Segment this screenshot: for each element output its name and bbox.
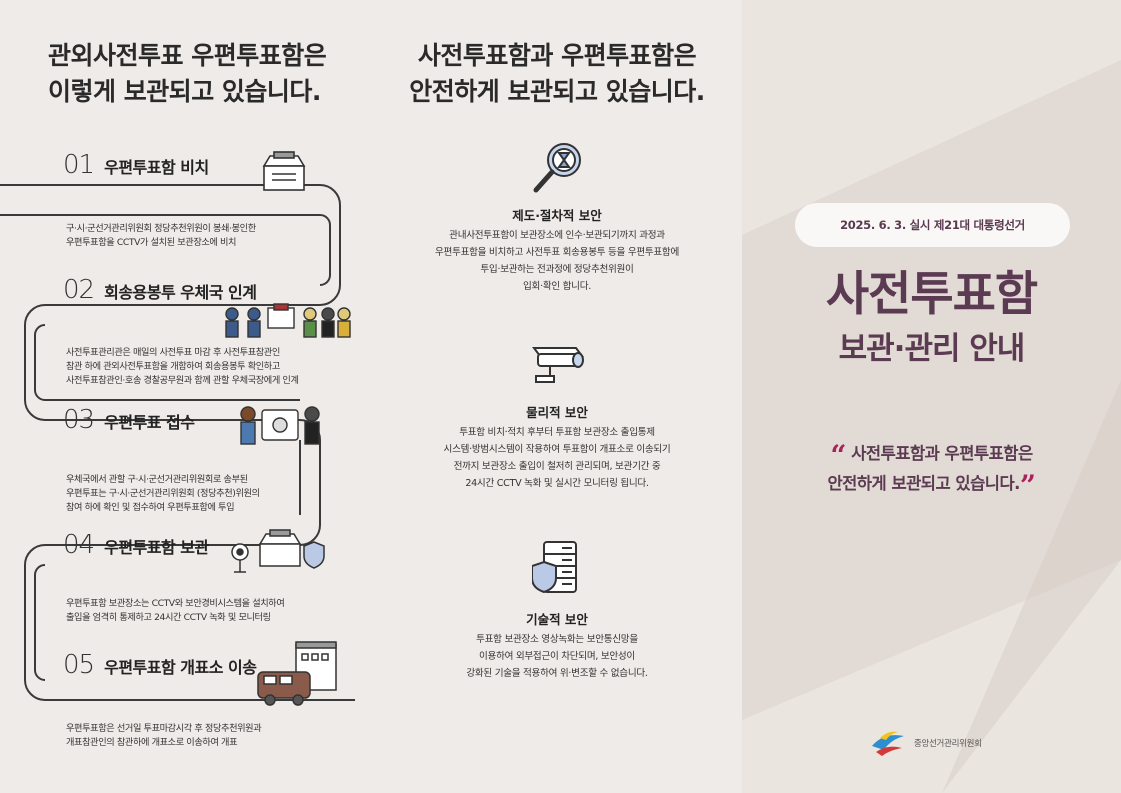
- step-01-description: 구·시·군선거관리위원회 정당추천위원이 봉쇄·봉인한 우편투표함을 CCTV가…: [66, 223, 256, 248]
- step-04-header: 04 우편투표함 보관: [63, 530, 209, 560]
- left-panel-title: 관외사전투표 우편투표함은 이렇게 보관되고 있습니다.: [48, 38, 368, 110]
- technical-line: 강화된 기술을 적용하여 위·변조할 수 없습니다.: [466, 668, 648, 679]
- step-05-number: 05: [63, 650, 95, 680]
- physical-line: 시스템·방범시스템이 작용하여 투표함이 개표소로 이송되기: [443, 444, 671, 455]
- officials-handover-icon: [225, 303, 351, 338]
- step-04-title: 우편투표함 보관: [104, 538, 209, 557]
- step-04-number: 04: [63, 530, 95, 560]
- server-shield-icon: [532, 541, 577, 594]
- step-02-description: 사전투표관리관은 매일의 사전투표 마감 후 사전투표참관인 참관 하에 관외사…: [66, 347, 299, 386]
- procedural-line: 관내사전투표함이 보관장소에 인수·보관되기까지 과정과: [449, 230, 665, 241]
- step-05-description: 우편투표함은 선거일 투표마감시각 후 정당추천위원과 개표참관인의 참관하에 …: [66, 723, 262, 748]
- envelope-receipt-icon: [240, 406, 320, 445]
- left-panel: 관외사전투표 우편투표함은 이렇게 보관되고 있습니다. 01 우편투표함 비치: [0, 0, 372, 793]
- winding-road-graphic: [0, 184, 355, 701]
- section-description-physical: 투표함 비치·적치 후부터 투표함 보관장소 출입통제 시스템·방범시스템이 작…: [392, 424, 722, 492]
- procedural-line: 투입·보관하는 전과정에 정당추천위원이: [480, 264, 634, 275]
- storage-cctv-shield-icon: [231, 529, 325, 573]
- quote-line1: 사전투표함과 우편투표함은: [851, 444, 1033, 463]
- cctv-camera-icon: [532, 347, 584, 383]
- step-03-header: 03 우편투표 접수: [63, 405, 195, 435]
- ballot-box-icon: [262, 151, 306, 191]
- left-title-line2: 이렇게 보관되고 있습니다.: [48, 77, 321, 106]
- van-to-counting-center-icon: [257, 641, 337, 706]
- cover-subtitle: 보관·관리 안내: [838, 331, 1026, 367]
- step-02-title: 회송용봉투 우체국 인계: [104, 283, 257, 302]
- step-02-number: 02: [63, 275, 95, 305]
- step-04-description: 우편투표함 보관장소는 CCTV와 보안경비시스템을 설치하여 출입을 엄격히 …: [66, 598, 285, 623]
- middle-title-line1: 사전투표함과 우편투표함은: [417, 41, 697, 70]
- nec-emblem-icon: [872, 731, 904, 756]
- left-title-line1: 관외사전투표 우편투표함은: [48, 41, 327, 70]
- step-01-number: 01: [63, 150, 95, 180]
- quote-line2: 안전하게 보관되고 있습니다.: [827, 474, 1020, 493]
- step-03-number: 03: [63, 405, 95, 435]
- technical-line: 이용하여 외부접근이 차단되며, 보안성이: [479, 651, 635, 662]
- middle-title-line2: 안전하게 보관되고 있습니다.: [409, 77, 705, 106]
- step-03-title: 우편투표 접수: [104, 413, 195, 432]
- step-01-header: 01 우편투표함 비치: [63, 150, 209, 180]
- section-description-technical: 투표함 보관장소 영상녹화는 보안통신망을 이용하여 외부접근이 차단되며, 보…: [392, 631, 722, 682]
- step-05-title: 우편투표함 개표소 이송: [104, 658, 257, 677]
- procedural-line: 입회·확인 합니다.: [523, 281, 591, 292]
- quote-close-mark: ”: [1019, 469, 1036, 502]
- magnifier-hourglass-icon: [533, 143, 581, 193]
- election-date-badge: 2025. 6. 3. 실시 제21대 대통령선거: [795, 203, 1070, 247]
- quote-open-mark: “: [830, 439, 846, 472]
- step-02-header: 02 회송용봉투 우체국 인계: [63, 275, 257, 305]
- section-heading-procedural: 제도·절차적 보안: [512, 208, 602, 223]
- section-heading-technical: 기술적 보안: [526, 612, 588, 627]
- step-03-description: 우체국에서 관할 구·시·군선거관리위원회로 송부된 우편투표는 구·시·군선거…: [66, 474, 260, 513]
- physical-line: 투표함 비치·적치 후부터 투표함 보관장소 출입통제: [459, 427, 655, 438]
- cover-panel: 2025. 6. 3. 실시 제21대 대통령선거 사전투표함 보관·관리 안내…: [742, 0, 1121, 793]
- step-01-title: 우편투표함 비치: [104, 158, 209, 177]
- technical-line: 투표함 보관장소 영상녹화는 보안통신망을: [476, 634, 638, 645]
- section-description-procedural: 관내사전투표함이 보관장소에 인수·보관되기까지 과정과 우편투표함을 비치하고…: [392, 227, 722, 295]
- cover-title: 사전투표함: [825, 267, 1038, 322]
- cover-background-shapes: [742, 0, 1121, 793]
- procedural-line: 우편투표함을 비치하고 사전투표 회송용봉투 등을 우편투표함에: [435, 247, 679, 258]
- cover-quote: “ 사전투표함과 우편투표함은 안전하게 보관되고 있습니다.”: [742, 440, 1121, 500]
- section-heading-physical: 물리적 보안: [526, 405, 588, 420]
- nec-logo: 중앙선거관리위원회: [870, 728, 982, 758]
- step-05-header: 05 우편투표함 개표소 이송: [63, 650, 257, 680]
- physical-line: 24시간 CCTV 녹화 및 실시간 모니터링 됩니다.: [465, 478, 649, 489]
- middle-panel-title: 사전투표함과 우편투표함은 안전하게 보관되고 있습니다.: [372, 38, 742, 110]
- organization-name: 중앙선거관리위원회: [914, 739, 982, 749]
- physical-line: 전까지 보관장소 출입이 철저히 관리되며, 보관기간 중: [453, 461, 661, 472]
